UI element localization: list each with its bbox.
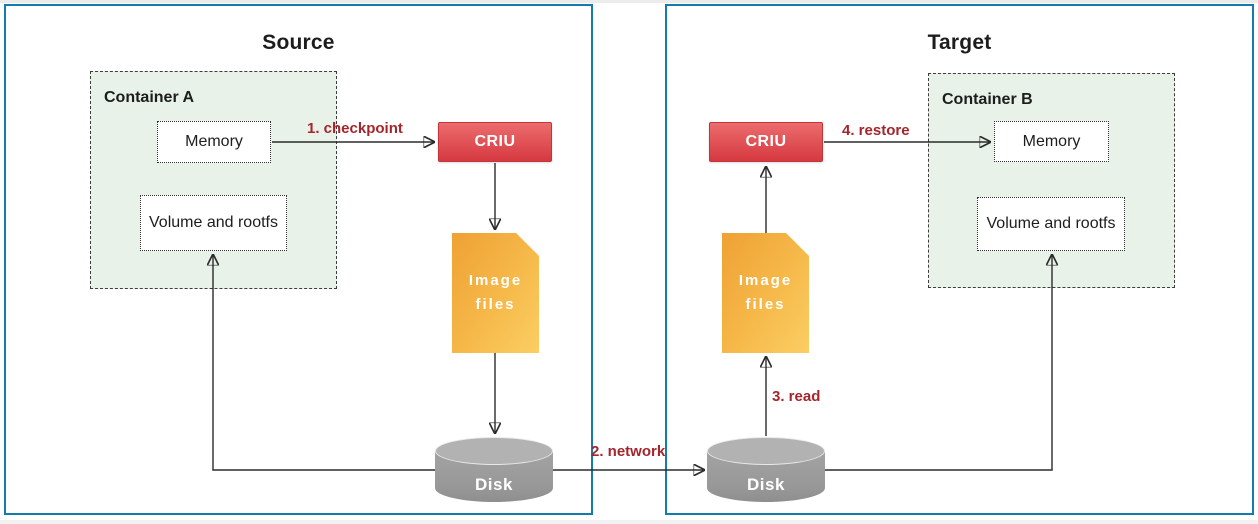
target-image-files-label-line2: files xyxy=(745,296,786,313)
source-volume-label: Volume and rootfs xyxy=(149,214,278,231)
step2-network-label: 2. network xyxy=(591,443,666,460)
target-criu-node: CRIU xyxy=(709,122,823,162)
target-memory-node: Memory xyxy=(994,121,1109,162)
target-disk-node: Disk xyxy=(707,437,825,502)
step4-restore-label: 4. restore xyxy=(842,122,910,139)
window-edge-top xyxy=(0,0,1258,3)
source-criu-node: CRIU xyxy=(438,122,552,162)
container-b-label: Container B xyxy=(942,91,1033,108)
step3-read-label: 3. read xyxy=(772,388,821,405)
source-disk-node: Disk xyxy=(435,437,553,502)
source-disk-label: Disk xyxy=(475,475,513,494)
source-volume-node: Volume and rootfs xyxy=(140,195,287,251)
window-edge-bottom xyxy=(0,520,1258,524)
container-a-label: Container A xyxy=(104,89,195,106)
target-volume-node: Volume and rootfs xyxy=(977,197,1125,251)
source-memory-node: Memory xyxy=(157,121,271,163)
target-memory-label: Memory xyxy=(1022,132,1081,150)
step1-checkpoint-label: 1. checkpoint xyxy=(307,120,403,137)
container-a-box: Container A xyxy=(90,71,337,289)
target-image-files-node: Image files xyxy=(722,233,809,353)
source-image-files-node: Image files xyxy=(452,233,539,353)
source-memory-label: Memory xyxy=(185,133,243,150)
source-criu-label: CRIU xyxy=(474,133,516,150)
source-panel-title: Source xyxy=(262,31,335,54)
container-b-box: Container B xyxy=(928,73,1175,288)
target-volume-label: Volume and rootfs xyxy=(986,215,1116,232)
target-image-files-label-line1: Image xyxy=(738,272,793,289)
target-disk-label: Disk xyxy=(747,475,785,494)
source-image-files-label-line1: Image xyxy=(468,272,523,289)
target-panel-title: Target xyxy=(927,31,992,54)
target-disk-cylinder-top xyxy=(707,437,825,465)
source-image-files-label-line2: files xyxy=(475,296,516,313)
target-criu-label: CRIU xyxy=(745,133,787,150)
source-disk-cylinder-top xyxy=(435,437,553,465)
